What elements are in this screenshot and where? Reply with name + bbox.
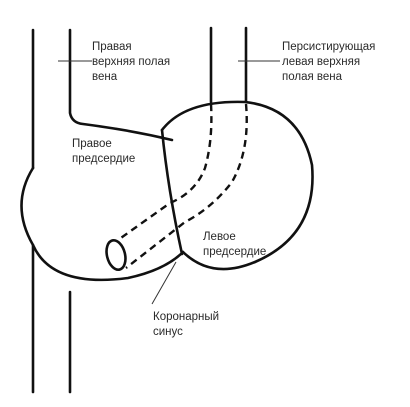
label-coronary-sinus: Коронарный синус: [153, 311, 220, 338]
coronary-sinus-course-inner: [117, 103, 213, 241]
left-atrium-outline: [160, 100, 314, 271]
label-right-atrium: Правое предсердие: [72, 138, 136, 165]
atrial-septum: [160, 128, 184, 256]
label-left-atrium: Левое предсердие: [203, 231, 267, 258]
coronary-sinus-course-outer: [125, 103, 248, 269]
label-right-svc: Правая верхняя полая вена: [92, 41, 171, 83]
leader-coronary-sinus: [151, 261, 177, 305]
coronary-sinus-ostium: [105, 238, 127, 272]
right-atrium-outline: [20, 166, 185, 282]
right-svc-wall-right: [68, 28, 174, 142]
label-left-svc: Персистирующая левая верхняя полая вена: [282, 41, 376, 83]
